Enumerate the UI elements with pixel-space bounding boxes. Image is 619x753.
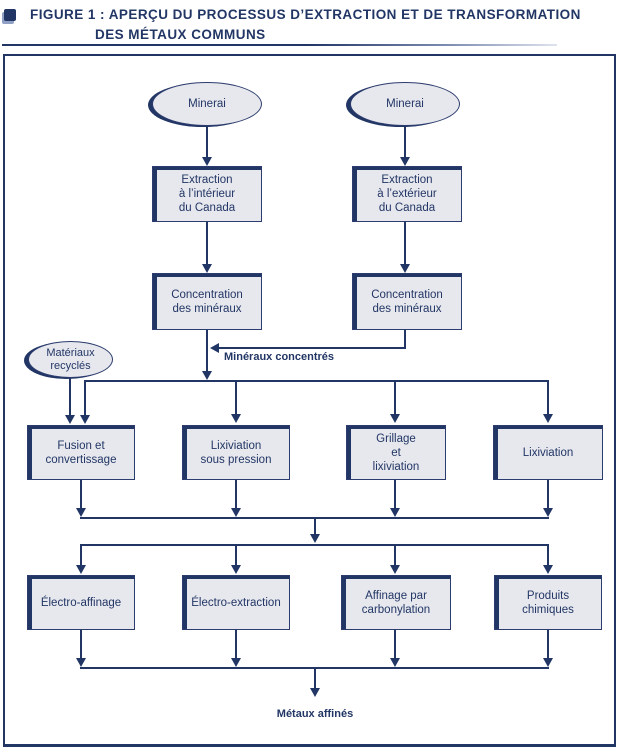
flow-line-vertical [80, 630, 82, 659]
arrow-down-icon [390, 658, 400, 667]
label-mineraux-concentres: Minéraux concentrés [224, 351, 335, 363]
arrow-down-icon [231, 414, 241, 423]
arrow-down-icon [543, 565, 553, 574]
arrow-down-icon [202, 371, 212, 380]
flow-line-vertical [394, 544, 396, 566]
flow-line-vertical [84, 380, 86, 415]
flow-line-horizontal [80, 667, 549, 669]
node-electro-affinage: Électro-affinage [27, 575, 135, 630]
flow-line-vertical [394, 380, 396, 415]
node-extraction-interieur: Extraction à l’intérieur du Canada [152, 166, 262, 222]
arrow-down-icon [202, 157, 212, 166]
arrow-down-icon [65, 415, 75, 424]
flow-line-vertical [547, 630, 549, 659]
node-produits-chimiques: Produits chimiques [494, 575, 602, 630]
node-minerai-left: Minerai [152, 82, 262, 126]
flow-line-vertical [69, 378, 71, 415]
arrow-down-icon [400, 264, 410, 273]
flow-line-horizontal [80, 517, 549, 519]
arrow-down-icon [231, 565, 241, 574]
arrow-down-icon [400, 157, 410, 166]
figure-title-line2: DES MÉTAUX COMMUNS [95, 27, 266, 42]
flow-line-vertical [206, 222, 208, 265]
flow-line-vertical [235, 480, 237, 509]
title-rule [2, 44, 557, 46]
flow-line-vertical [206, 126, 208, 158]
arrow-down-icon [76, 508, 86, 517]
arrow-down-icon [76, 565, 86, 574]
flow-line-horizontal [84, 380, 549, 382]
arrow-down-icon [543, 658, 553, 667]
flow-line-horizontal [80, 544, 549, 546]
arrow-down-icon [390, 414, 400, 423]
node-materiaux-recycles: Matériaux recyclés [28, 341, 113, 378]
figure-bullet-icon [4, 9, 16, 21]
flow-line-vertical [547, 544, 549, 566]
arrow-down-icon [543, 414, 553, 423]
arrow-down-icon [390, 508, 400, 517]
flow-line-vertical [394, 480, 396, 509]
arrow-down-icon [390, 565, 400, 574]
diagram-frame [3, 54, 616, 747]
label-metaux-affines: Métaux affinés [276, 708, 354, 720]
node-electro-extraction: Électro-extraction [182, 575, 290, 630]
arrow-down-icon [231, 658, 241, 667]
node-lixiviation: Lixiviation [493, 425, 603, 480]
arrow-down-icon [202, 264, 212, 273]
node-fusion-convertissage: Fusion et convertissage [27, 425, 135, 480]
figure-title-line1: FIGURE 1 : APERÇU DU PROCESSUS D’EXTRACT… [30, 7, 581, 22]
flow-line-vertical [404, 330, 406, 349]
arrow-down-icon [543, 508, 553, 517]
arrow-down-icon [76, 658, 86, 667]
node-minerai-right: Minerai [350, 82, 460, 126]
node-lixiviation-pression: Lixiviation sous pression [182, 425, 290, 480]
flow-line-vertical [404, 126, 406, 158]
arrow-down-icon [310, 688, 320, 697]
flow-line-vertical [547, 380, 549, 415]
flow-line-vertical [235, 630, 237, 659]
node-concentration-right: Concentration des minéraux [352, 273, 462, 330]
flow-line-vertical [314, 669, 316, 688]
flow-line-horizontal [217, 347, 406, 349]
arrow-down-icon [80, 415, 90, 424]
flow-line-vertical [235, 380, 237, 415]
flow-line-vertical [314, 519, 316, 535]
flow-line-vertical [80, 480, 82, 509]
arrow-down-icon [231, 508, 241, 517]
flow-line-vertical [404, 222, 406, 265]
arrow-down-icon [310, 534, 320, 543]
arrow-left-icon [210, 343, 219, 353]
flow-line-vertical [394, 630, 396, 659]
node-extraction-exterieur: Extraction à l’extérieur du Canada [352, 166, 462, 222]
node-concentration-left: Concentration des minéraux [152, 273, 262, 330]
flow-line-vertical [547, 480, 549, 509]
flow-line-vertical [206, 330, 208, 372]
node-affinage-carbonylation: Affinage par carbonylation [341, 575, 451, 630]
flow-line-vertical [235, 544, 237, 566]
node-grillage-lixiviation: Grillage et lixiviation [346, 425, 446, 480]
flow-line-vertical [80, 544, 82, 566]
